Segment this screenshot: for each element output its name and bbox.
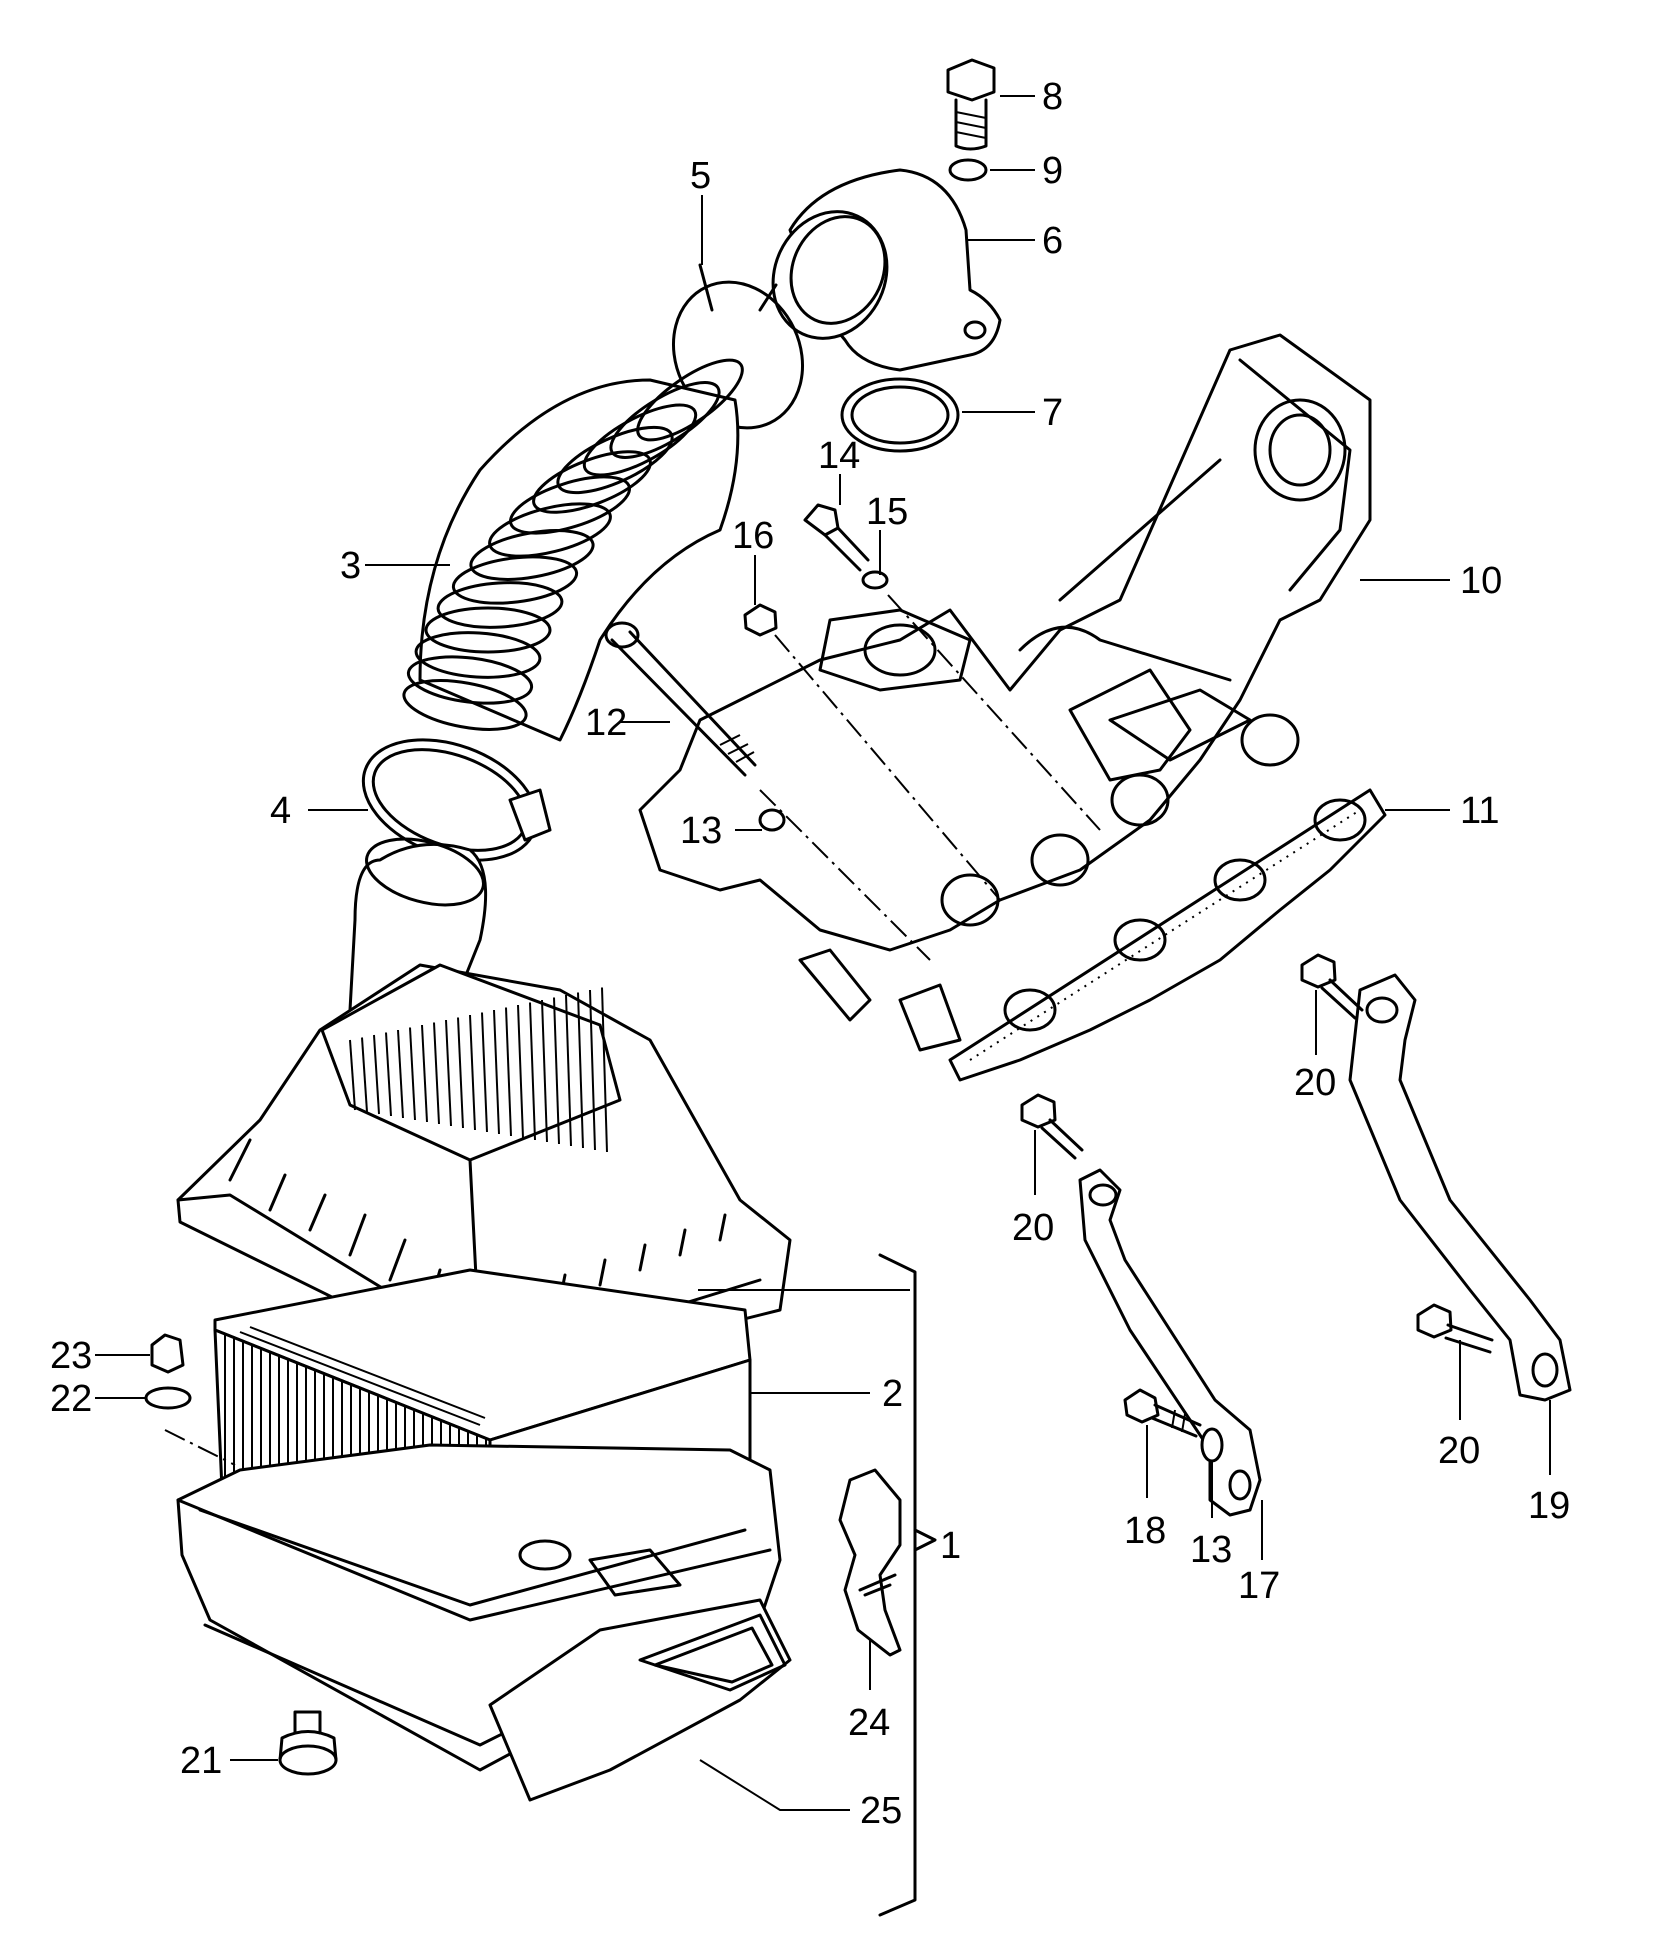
bracket-clip-part-24 — [838, 1468, 902, 1657]
bolt-part-20b — [1020, 1093, 1084, 1160]
nut-part-23 — [150, 1333, 185, 1374]
housing-rib — [481, 1012, 488, 1133]
bolt-part-20c — [1416, 1303, 1494, 1354]
housing-rib — [373, 1034, 380, 1115]
nut-part-16 — [743, 603, 778, 637]
housing-rib — [601, 987, 608, 1153]
bellows-ring — [402, 679, 528, 731]
callout-13-manifold: 13 — [680, 810, 722, 852]
assembly-bracket-1 — [878, 1253, 917, 1917]
spring-clamp-part-5 — [671, 263, 805, 430]
bellows-ring — [436, 581, 564, 629]
callout-20-right: 20 — [1438, 1430, 1480, 1472]
washer-part-15 — [861, 570, 889, 590]
rubber-foot-part-21 — [278, 1710, 338, 1776]
bellows-hose-part-3 — [402, 358, 744, 742]
gasket-ring-part-7 — [840, 377, 960, 453]
support-bracket-part-17 — [1078, 1168, 1262, 1517]
callout-4: 4 — [270, 790, 291, 832]
housing-rib — [529, 1002, 536, 1141]
washer-part-9 — [948, 158, 988, 182]
callout-18: 18 — [1124, 1510, 1166, 1552]
callout-14: 14 — [818, 435, 860, 477]
washer-part-13b — [1200, 1427, 1224, 1463]
callout-25: 25 — [860, 1790, 902, 1832]
callout-24: 24 — [848, 1702, 890, 1744]
axis-line-16 — [774, 634, 1001, 901]
callout-10: 10 — [1460, 560, 1502, 602]
housing-rib — [385, 1032, 392, 1117]
callout-9: 9 — [1042, 150, 1063, 192]
callout-8: 8 — [1042, 76, 1063, 118]
air-filter-housing-upper — [176, 963, 792, 1382]
callout-3: 3 — [340, 545, 361, 587]
bellows-ring — [414, 631, 542, 679]
housing-rib — [349, 1039, 356, 1111]
callout-6: 6 — [1042, 220, 1063, 262]
bellows-ring — [469, 529, 595, 581]
bolt-part-8 — [946, 58, 996, 151]
intake-snorkel-part-25 — [488, 1598, 792, 1802]
housing-rib — [361, 1037, 368, 1113]
bolt-part-20a — [1300, 953, 1364, 1020]
callout-15: 15 — [866, 491, 908, 533]
bellows-ring — [424, 606, 552, 654]
bellows-ring — [406, 655, 534, 705]
housing-rib — [469, 1014, 476, 1131]
intake-manifold-part-10 — [638, 333, 1372, 1052]
axis-line-22 — [164, 1429, 236, 1466]
intake-elbow-part-6 — [771, 168, 1002, 372]
callout-20-top: 20 — [1294, 1062, 1336, 1104]
housing-rib — [553, 997, 560, 1145]
callout-16: 16 — [732, 515, 774, 557]
housing-rib — [421, 1024, 428, 1123]
callout-17: 17 — [1238, 1565, 1280, 1607]
housing-rib — [409, 1027, 416, 1121]
bolt-part-18 — [1123, 1388, 1202, 1438]
callout-20-mid: 20 — [1012, 1207, 1054, 1249]
bolt-part-14 — [803, 503, 870, 572]
callout-23: 23 — [50, 1335, 92, 1377]
support-bracket-part-19 — [1348, 973, 1572, 1402]
housing-rib — [397, 1029, 404, 1119]
axis-line-12 — [759, 789, 931, 961]
callout-21: 21 — [180, 1740, 222, 1782]
axis-line-15 — [887, 594, 1101, 831]
callout-19: 19 — [1528, 1485, 1570, 1527]
callout-12: 12 — [585, 702, 627, 744]
housing-rib — [577, 992, 584, 1149]
bellows-ring — [532, 450, 652, 514]
callout-2: 2 — [882, 1373, 903, 1415]
long-bolt-part-12 — [604, 621, 757, 777]
callout-5: 5 — [690, 155, 711, 197]
bellows-ring — [509, 475, 631, 535]
washer-part-22 — [144, 1386, 192, 1410]
housing-rib — [493, 1009, 500, 1135]
leader-lines — [95, 95, 1551, 1811]
callout-1: 1 — [940, 1525, 961, 1567]
housing-rib — [505, 1007, 512, 1137]
callout-labels: 1 2 3 4 5 6 7 8 9 10 11 12 13 13 14 15 1… — [50, 76, 1570, 1832]
washer-part-13a — [758, 808, 786, 832]
callout-13-bracket: 13 — [1190, 1529, 1232, 1571]
bellows-ring — [451, 555, 579, 605]
callout-7: 7 — [1042, 392, 1063, 434]
callout-22: 22 — [50, 1378, 92, 1420]
housing-rib — [517, 1004, 524, 1139]
housing-rib — [457, 1017, 464, 1129]
assembly-bracket-1-tick — [913, 1528, 937, 1552]
callout-11: 11 — [1460, 790, 1499, 832]
housing-rib — [541, 999, 548, 1143]
housing-rib — [589, 989, 596, 1151]
housing-rib — [433, 1022, 440, 1125]
housing-rib — [565, 994, 572, 1147]
manifold-gasket-part-11 — [948, 788, 1387, 1082]
housing-rib — [445, 1019, 452, 1127]
